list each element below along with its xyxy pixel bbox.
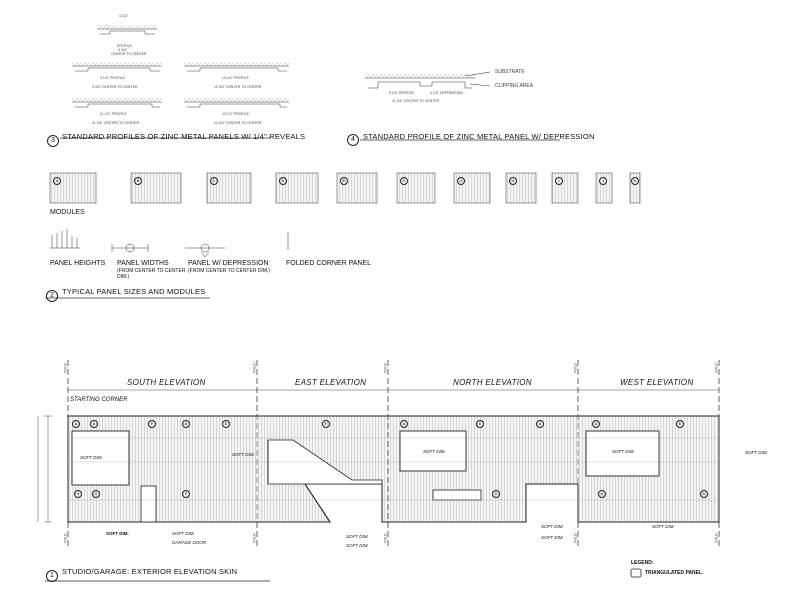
panel-marker: A [598,490,606,498]
fold-label: FOLD [63,363,68,373]
dim-text: CENTER TO CENTER [111,52,147,56]
panel-marker: F [322,420,330,428]
module-label-c: C [210,177,218,185]
panel-marker: A [182,420,190,428]
panel-size-diagrams [45,229,289,299]
south-elevation-label: SOUTH ELEVATION [127,378,206,387]
fold-label: FOLD [573,533,578,543]
fold-label: FOLD [573,363,578,373]
module-label-b: B [134,177,142,185]
module-label-j: J [599,177,607,185]
panel-marker: A [536,420,544,428]
soft-dim-bold-label: SOFT DIM. [106,531,129,536]
panel-marker: D [92,490,100,498]
dim-text: PROFILE [117,44,132,48]
dim-text: 11 1/2" PROFILE [100,112,127,116]
panel-widths-note: (FROM CENTER TO CENTER DIM.) [117,268,186,280]
fold-label: FOLD [63,533,68,543]
soft-dim-label: SOFT DIM. [346,543,369,548]
soft-dim-label: SOFT DIM. [80,455,103,460]
modules-label: MODULES [50,209,85,216]
soft-dim-label: SOFT DIM. [423,449,446,454]
module-label-d: D [279,177,287,185]
soft-dim-label: SOFT DIM. [346,534,369,539]
soft-dim-label: SOFT DIM. [652,524,675,529]
section-3-title: STANDARD PROFILES OF ZINC METAL PANELS W… [62,132,306,141]
panel-heights-label: PANEL HEIGHTS [50,260,106,267]
section-4-title: STANDARD PROFILE OF ZINC METAL PANEL W/ … [363,132,595,141]
section-2-title: TYPICAL PANEL SIZES AND MODULES [62,287,206,296]
panel-marker: D [700,490,708,498]
fold-label: FOLD [383,533,388,543]
dim-text: 10 1/2" PROFILE [222,76,249,80]
dim-text: 12 3/4" CENTER TO CENTER [214,121,262,125]
panel-marker: E [476,420,484,428]
garage-door-label: GARAGE DOOR [172,540,207,545]
clipping-area-label: CLIPPING AREA [495,83,534,89]
panel-marker: A [72,420,80,428]
panel-marker: A [400,420,408,428]
east-elevation-label: EAST ELEVATION [295,378,367,387]
detail-number-3: 3 [47,135,59,147]
panel-widths-label: PANEL WIDTHS [117,260,169,267]
north-elevation-label: NORTH ELEVATION [453,378,532,387]
dim-text: 5 1/2" PROFILE [389,91,414,95]
module-label-h: H [509,177,517,185]
panel-depression-label: PANEL W/ DEPRESSION [188,260,269,267]
profile-details-section3 [60,25,289,139]
dim-text: 9 3/4" CENTER TO CENTER [92,85,138,89]
dim-text: 9 1/2" PROFILE [100,76,125,80]
panel-marker: F [148,420,156,428]
legend-item: TRIANGULATED PANEL. [645,570,704,576]
module-label-a: A [53,177,61,185]
module-label-e: E [340,177,348,185]
module-label-i: I [555,177,563,185]
dim-text: 4 1/2" [119,14,129,18]
detail-number-4: 4 [347,134,359,146]
dim-text: 4 1/2" DEPRESSION [430,91,463,95]
starting-corner-label: STARTING CORNER [70,397,128,403]
legend-swatch [630,568,642,578]
detail-number-1: 1 [46,570,58,582]
fold-label: FOLD [714,533,719,543]
fold-label: FOLD [383,363,388,373]
dim-text: 12 1/2" PROFILE [222,112,249,116]
profile-detail-section4 [360,71,560,141]
exterior-elevation-drawing [37,360,720,582]
soft-dim-label: SOFT DIM. [172,531,195,536]
panel-depression-note: (FROM CENTER TO CENTER DIM.) [188,268,271,274]
section-1-title: STUDIO/GARAGE: EXTERIOR ELEVATION SKIN [62,567,238,576]
dim-text: 10 3/4" CENTER TO CENTER [214,85,262,89]
panel-marker: H [74,490,82,498]
dim-text: 11 3/4" CENTER TO CENTER [392,99,440,103]
panel-marker: E [676,420,684,428]
soft-dim-label: SOFT DIM. [612,449,635,454]
fold-label: FOLD [252,363,257,373]
dim-text: 4 3/4" [118,48,128,52]
soft-dim-label: SOFT DIM. [541,524,564,529]
detail-number-2: 2 [46,290,58,302]
soft-dim-label: SOFT DIM. [541,535,564,540]
soft-dim-label: SOFT DIM. [745,450,768,455]
dim-text: 11 3/4" CENTER TO CENTER [92,121,140,125]
module-label-g: G [457,177,465,185]
legend-title: LEGEND: [631,560,654,566]
panel-marker: D [592,420,600,428]
module-label-f: F [400,177,408,185]
west-elevation-label: WEST ELEVATION [620,378,694,387]
fold-label: FOLD [714,363,719,373]
substrate-label: SUBSTRATE [495,69,525,75]
panel-marker: E [222,420,230,428]
soft-dim-label: SOFT DIM. [232,452,255,457]
panel-marker: A [90,420,98,428]
panel-marker: F [182,490,190,498]
folded-corner-label: FOLDED CORNER PANEL [286,260,372,267]
panel-marker: G [492,490,500,498]
fold-label: FOLD [252,533,257,543]
module-swatches [49,172,641,204]
module-label-k: K [631,177,639,185]
